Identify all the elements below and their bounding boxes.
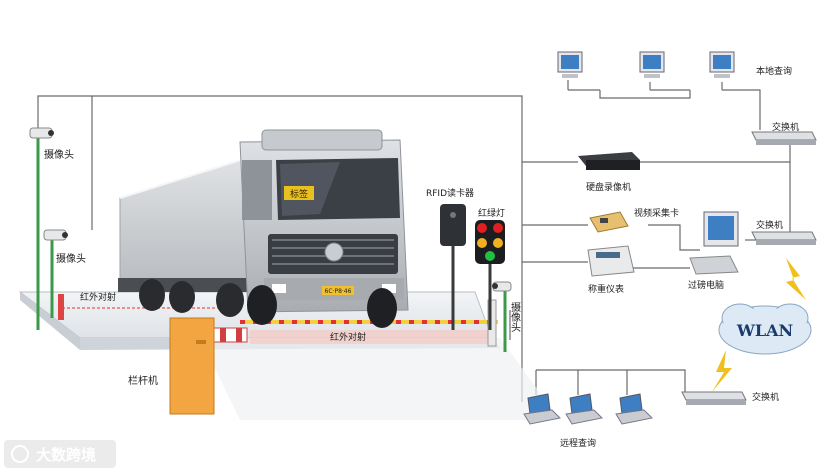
lightning-bottom: [712, 350, 732, 392]
laptop-remote-2: [566, 394, 602, 424]
license-plate-text: 6C·P8·46: [325, 288, 352, 295]
label-traffic-light: 红绿灯: [478, 207, 505, 219]
laptop-remote-3: [616, 394, 652, 424]
label-barrier: 栏杆机: [128, 374, 158, 387]
label-dvr: 硬盘录像机: [586, 181, 631, 193]
label-video-capture: 视频采集卡: [634, 207, 679, 219]
switch-bottom: [682, 392, 746, 405]
wlan-cloud: WLAN: [719, 304, 811, 354]
lightning-top: [786, 258, 806, 300]
computer-local-2: [640, 52, 664, 78]
truck: 标签 6C·P8·46: [118, 130, 408, 328]
label-scale-meter: 称重仪表: [588, 283, 624, 295]
label-switch-bottom: 交换机: [752, 391, 779, 403]
switch-mid: [752, 232, 816, 245]
ir-zone: [250, 330, 490, 344]
label-local-query: 本地查询: [756, 65, 792, 77]
label-weigh-pc: 过磅电脑: [688, 279, 724, 291]
label-camera-3: 摄像头: [509, 301, 521, 333]
barrier-box: [170, 318, 214, 414]
switch-top: [752, 132, 816, 145]
computer-local-1: [558, 52, 582, 78]
watermark: 大数跨境: [4, 440, 116, 468]
label-switch-top: 交换机: [772, 121, 799, 133]
local-query-computers: [558, 52, 734, 78]
computer-local-3: [710, 52, 734, 78]
weighing-meter: [588, 246, 634, 276]
dvr-device: [578, 152, 640, 170]
laptop-remote-1: [524, 394, 560, 424]
label-camera-1: 摄像头: [44, 148, 74, 161]
wlan-label: WLAN: [736, 321, 793, 340]
label-ir-front: 红外对射: [330, 331, 366, 343]
video-capture-card: [590, 212, 628, 232]
label-ir-left: 红外对射: [80, 291, 116, 303]
label-switch-mid: 交换机: [756, 219, 783, 231]
label-rfid: RFID读卡器: [426, 187, 474, 199]
label-remote-query: 远程查询: [560, 437, 596, 449]
ir-emitter-left: [58, 294, 64, 320]
line-capture-pc: [648, 225, 700, 250]
label-camera-2: 摄像头: [56, 252, 86, 265]
watermark-text: 大数跨境: [36, 446, 96, 464]
remote-query-computers: [524, 394, 652, 424]
weighing-computer: [690, 212, 738, 274]
truck-label-text: 标签: [290, 188, 308, 200]
